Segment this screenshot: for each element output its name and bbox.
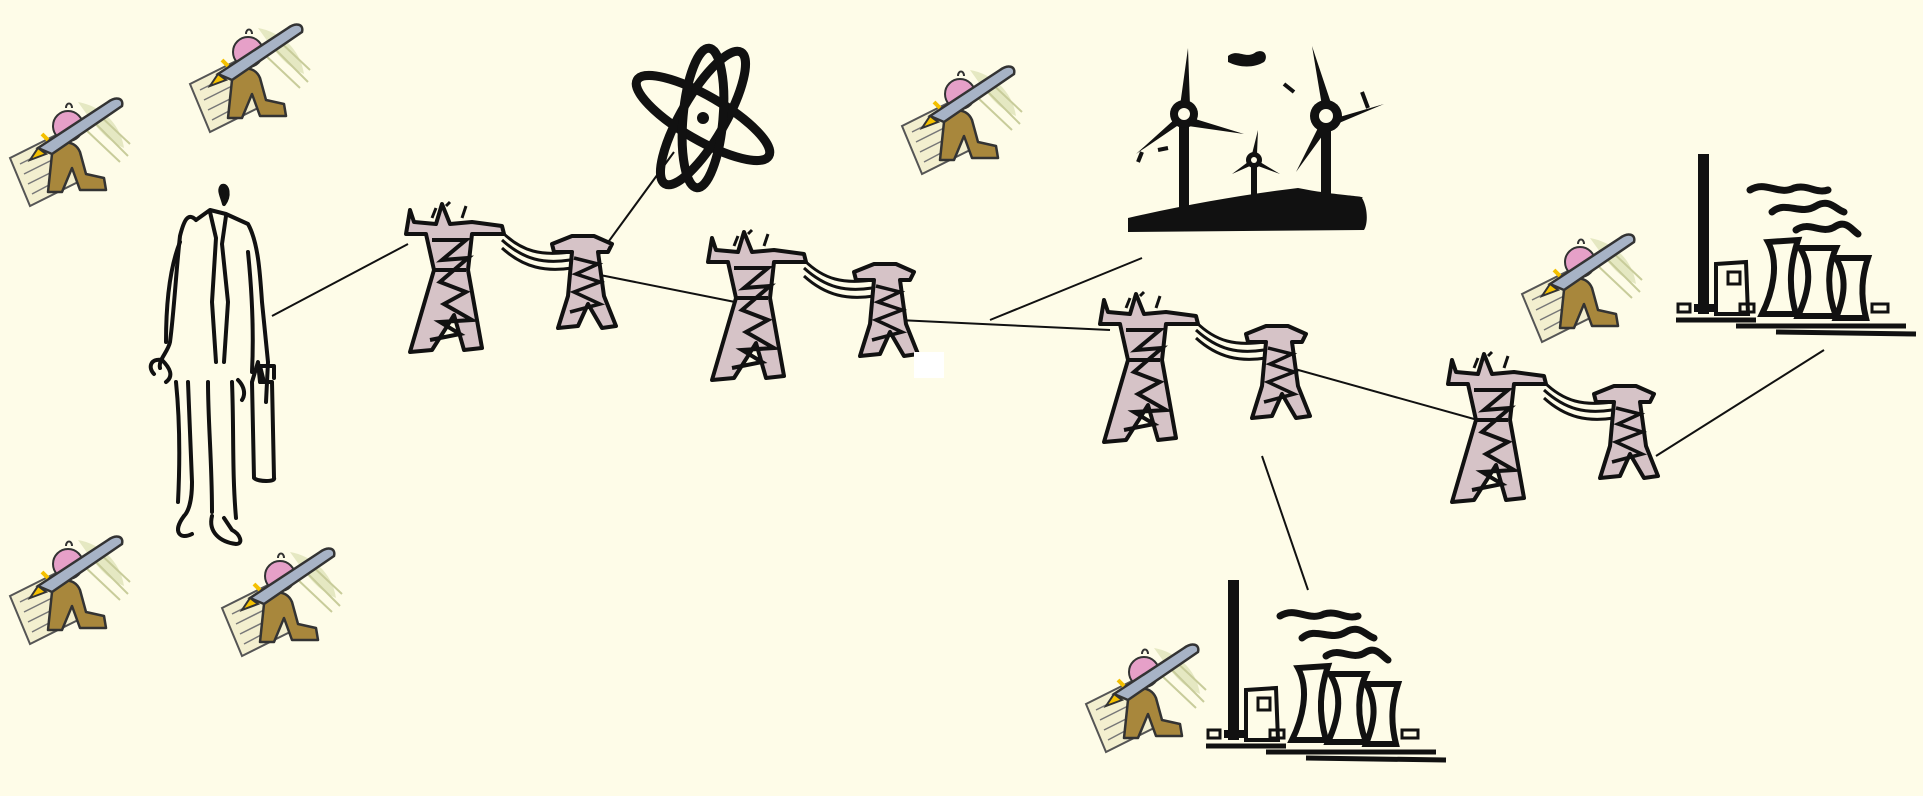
highlight-mark bbox=[914, 352, 944, 378]
businessman-icon bbox=[148, 183, 276, 546]
connection-lines bbox=[271, 151, 1825, 591]
wind-farm-icon bbox=[1128, 46, 1384, 232]
